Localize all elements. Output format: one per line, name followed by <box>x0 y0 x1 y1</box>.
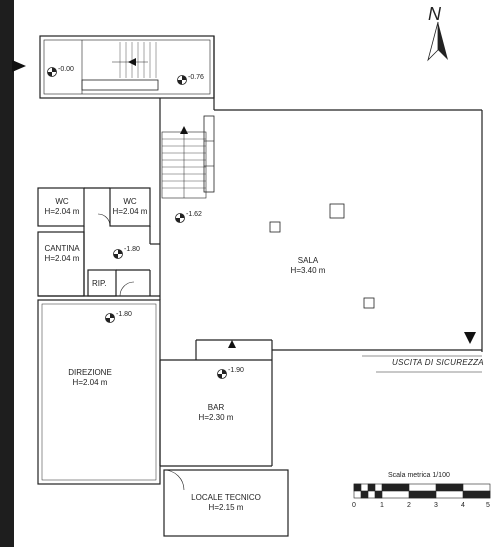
scale-tick-5: 5 <box>486 502 490 509</box>
scale-tick-3: 3 <box>434 502 438 509</box>
exit-label: USCITA DI SICUREZZA <box>392 358 484 367</box>
level-entrance: -0.00 <box>58 66 74 73</box>
level-marker-icon <box>113 249 123 259</box>
scale-bar <box>353 483 491 499</box>
cantina-outline <box>37 231 85 297</box>
entrance-arrow-icon <box>12 60 26 72</box>
level-marker-icon <box>47 67 57 77</box>
scale-tick-2: 2 <box>407 502 411 509</box>
left-edge-strip <box>0 0 14 547</box>
level-marker-icon <box>105 313 115 323</box>
level-marker-icon <box>175 213 185 223</box>
level-marker-icon <box>177 75 187 85</box>
level-landing: -0.76 <box>188 74 204 81</box>
level-direzione: -1.80 <box>116 311 132 318</box>
column <box>269 221 281 233</box>
exit-marker-icon <box>464 332 476 344</box>
rip-label: RIP. <box>92 279 107 288</box>
scale-tick-0: 0 <box>352 502 356 509</box>
direzione-outline <box>37 299 161 485</box>
column <box>329 203 345 219</box>
column <box>363 297 375 309</box>
scale-title: Scala metrica 1/100 <box>388 472 450 479</box>
level-corridor: -1.80 <box>124 246 140 253</box>
entrance-stair-railing <box>81 79 159 91</box>
wc1-outline <box>37 187 85 227</box>
wc2-outline <box>109 187 151 227</box>
bar-door-arrow-icon <box>228 340 236 348</box>
level-marker-icon <box>217 369 227 379</box>
scale-tick-4: 4 <box>461 502 465 509</box>
locale-tecnico-outline <box>163 469 289 537</box>
stair-up-arrow-icon <box>180 126 188 134</box>
scale-tick-1: 1 <box>380 502 384 509</box>
compass-label: N <box>428 4 441 24</box>
entrance-stair-arrow-icon <box>128 58 136 66</box>
north-arrow-icon <box>427 21 448 62</box>
level-bar: -1.90 <box>228 367 244 374</box>
level-hall: -1.62 <box>186 211 202 218</box>
